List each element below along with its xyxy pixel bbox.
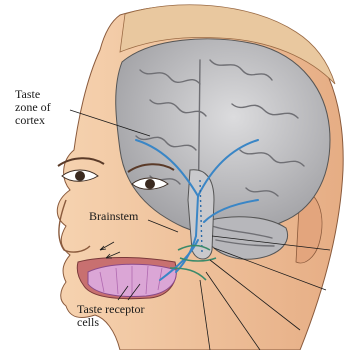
label-taste-zone-of-cortex: Taste zone of cortex <box>15 88 51 127</box>
label-line: cells <box>77 316 144 329</box>
label-line: cortex <box>15 114 51 127</box>
label-taste-receptor-cells: Taste receptor cells <box>77 303 144 329</box>
label-brainstem: Brainstem <box>89 210 138 223</box>
